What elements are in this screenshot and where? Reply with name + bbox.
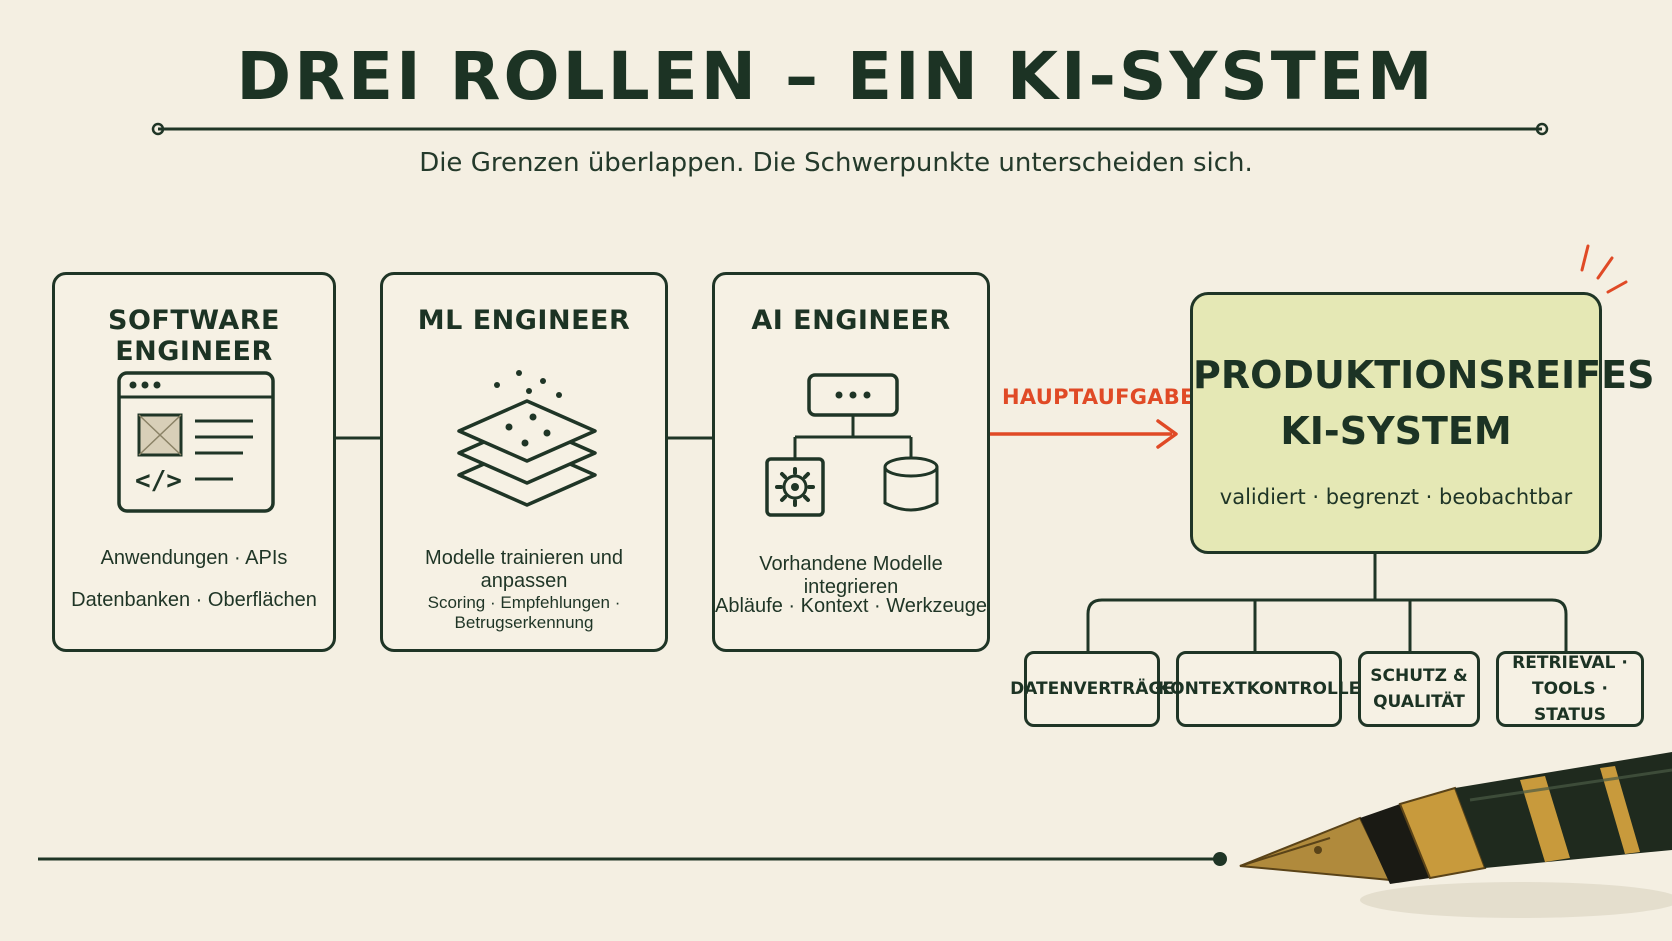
emphasis-mark-3 bbox=[1606, 280, 1628, 294]
component-label-line-2: TOOLS · STATUS bbox=[1532, 679, 1608, 725]
bottom-rule-dot bbox=[1213, 852, 1227, 866]
role-title: ML ENGINEER bbox=[417, 305, 631, 336]
target-title-line-1: PRODUKTIONSREIFES bbox=[1193, 353, 1655, 397]
component-label-line-1: KONTEXTKONTROLLE bbox=[1157, 679, 1361, 699]
role-title: SOFTWARE ENGINEER bbox=[108, 305, 280, 367]
title-underline-end-dot bbox=[1535, 122, 1549, 136]
browser-code-icon: </> bbox=[117, 371, 275, 513]
component-label-line-1: RETRIEVAL · bbox=[1512, 653, 1628, 673]
component-box-datenvertraege: DATENVERTRÄGE bbox=[1010, 651, 1174, 727]
component-label-line-1: DATENVERTRÄGE bbox=[1010, 679, 1174, 699]
emphasis-mark-2 bbox=[1596, 256, 1614, 280]
main-arrow-head bbox=[1156, 419, 1178, 449]
svg-text:</>: </> bbox=[135, 466, 182, 496]
component-box-schutz-qualitaet: SCHUTZ & QUALITÄT bbox=[1358, 651, 1480, 727]
title-underline-start-dot bbox=[151, 122, 165, 136]
role-description-line-1: Modelle trainieren und anpassen bbox=[425, 547, 623, 592]
component-label-line-2: QUALITÄT bbox=[1373, 692, 1465, 712]
component-box-retrieval-tools-status: RETRIEVAL · TOOLS · STATUS bbox=[1496, 651, 1644, 727]
role-description-line-2: Datenbanken · Oberflächen bbox=[71, 589, 317, 611]
layers-icon bbox=[457, 370, 597, 507]
role-description-line-2: Scoring · Empfehlungen · Betrugserkennun… bbox=[427, 593, 621, 632]
role-description-line-2: Abläufe · Kontext · Werkzeuge bbox=[715, 595, 987, 617]
role-description-line-1: Anwendungen · APIs bbox=[100, 547, 288, 569]
fountain-pen-illustration bbox=[1239, 752, 1672, 918]
target-title-line-2: KI-SYSTEM bbox=[1280, 409, 1512, 453]
role-title: AI ENGINEER bbox=[751, 305, 951, 336]
page-title: DREI ROLLEN – EIN KI-SYSTEM bbox=[236, 38, 1436, 115]
component-box-kontextkontrolle: KONTEXTKONTROLLE bbox=[1158, 651, 1360, 727]
role-card-ml-engineer: ML ENGINEER Modelle trainieren und anpas… bbox=[380, 272, 668, 652]
tree-branch bbox=[1086, 598, 1568, 651]
emphasis-mark-1 bbox=[1580, 244, 1590, 272]
role-card-software-engineer: SOFTWARE ENGINEER </> Anwendungen · APIs… bbox=[52, 272, 336, 652]
arrow-label: HAUPTAUFGABE bbox=[1002, 385, 1195, 409]
role-description-line-1: Vorhandene Modelle integrieren bbox=[759, 553, 943, 598]
component-label-line-1: SCHUTZ & bbox=[1370, 666, 1468, 686]
role-card-ai-engineer: AI ENGINEER bbox=[712, 272, 990, 652]
target-properties: validiert · begrenzt · beobachtbar bbox=[1219, 485, 1573, 509]
system-integration-icon bbox=[765, 373, 939, 517]
page-subtitle: Die Grenzen überlappen. Die Schwerpunkte… bbox=[419, 148, 1253, 178]
target-system-box: PRODUKTIONSREIFES KI-SYSTEM validiert · … bbox=[1190, 292, 1655, 554]
